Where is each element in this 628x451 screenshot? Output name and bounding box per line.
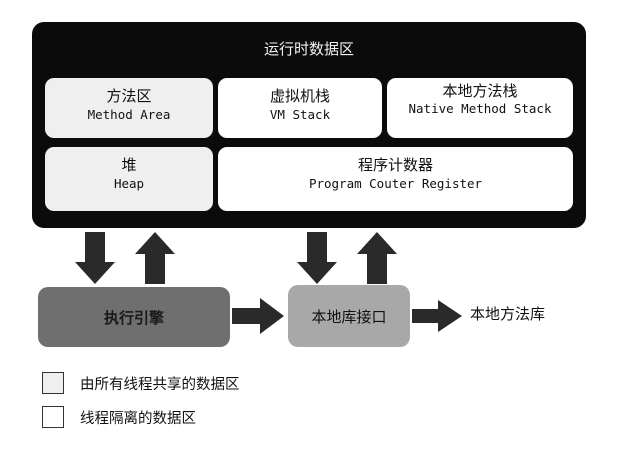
legend-shared-swatch xyxy=(42,372,64,394)
engine-to-interface-arrow xyxy=(232,298,284,334)
program-counter-box: 程序计数器 Program Couter Register xyxy=(218,147,573,211)
program-counter-label-en: Program Couter Register xyxy=(308,176,483,191)
execution-engine: 执行引擎 xyxy=(38,287,230,347)
program-counter-label-zh: 程序计数器 xyxy=(357,156,433,174)
native-interface: 本地库接口 xyxy=(288,285,410,347)
vm-stack-box: 虚拟机栈 VM Stack xyxy=(218,78,382,138)
method-area-box: 方法区 Method Area xyxy=(45,78,213,138)
native-method-stack-label-en: Native Method Stack xyxy=(408,101,552,116)
heap-box: 堆 Heap xyxy=(45,147,213,211)
native-method-stack-label-zh: 本地方法栈 xyxy=(442,82,518,100)
legend-isolated-label: 线程隔离的数据区 xyxy=(80,411,196,427)
native-method-stack-box: 本地方法栈 Native Method Stack xyxy=(387,78,573,138)
runtime-data-area-title: 运行时数据区 xyxy=(263,40,354,58)
native-library: 本地方法库 xyxy=(470,305,546,323)
legend-isolated-swatch xyxy=(42,406,64,428)
interface-up-arrow xyxy=(357,232,397,284)
method-area-label-zh: 方法区 xyxy=(106,87,152,105)
vm-stack-label-en: VM Stack xyxy=(269,107,331,122)
vm-stack-label-zh: 虚拟机栈 xyxy=(269,87,330,105)
method-area-label-en: Method Area xyxy=(87,107,171,122)
engine-down-arrow xyxy=(75,232,115,284)
legend-shared-label: 由所有线程共享的数据区 xyxy=(80,377,240,393)
engine-up-arrow xyxy=(135,232,175,284)
interface-to-library-arrow xyxy=(412,300,462,332)
runtime-data-area: 运行时数据区 方法区 Method Area 虚拟机栈 VM Stack 本地方… xyxy=(32,22,586,228)
heap-label-zh: 堆 xyxy=(121,156,137,174)
heap-label-en: Heap xyxy=(113,176,145,191)
interface-down-arrow xyxy=(297,232,337,284)
